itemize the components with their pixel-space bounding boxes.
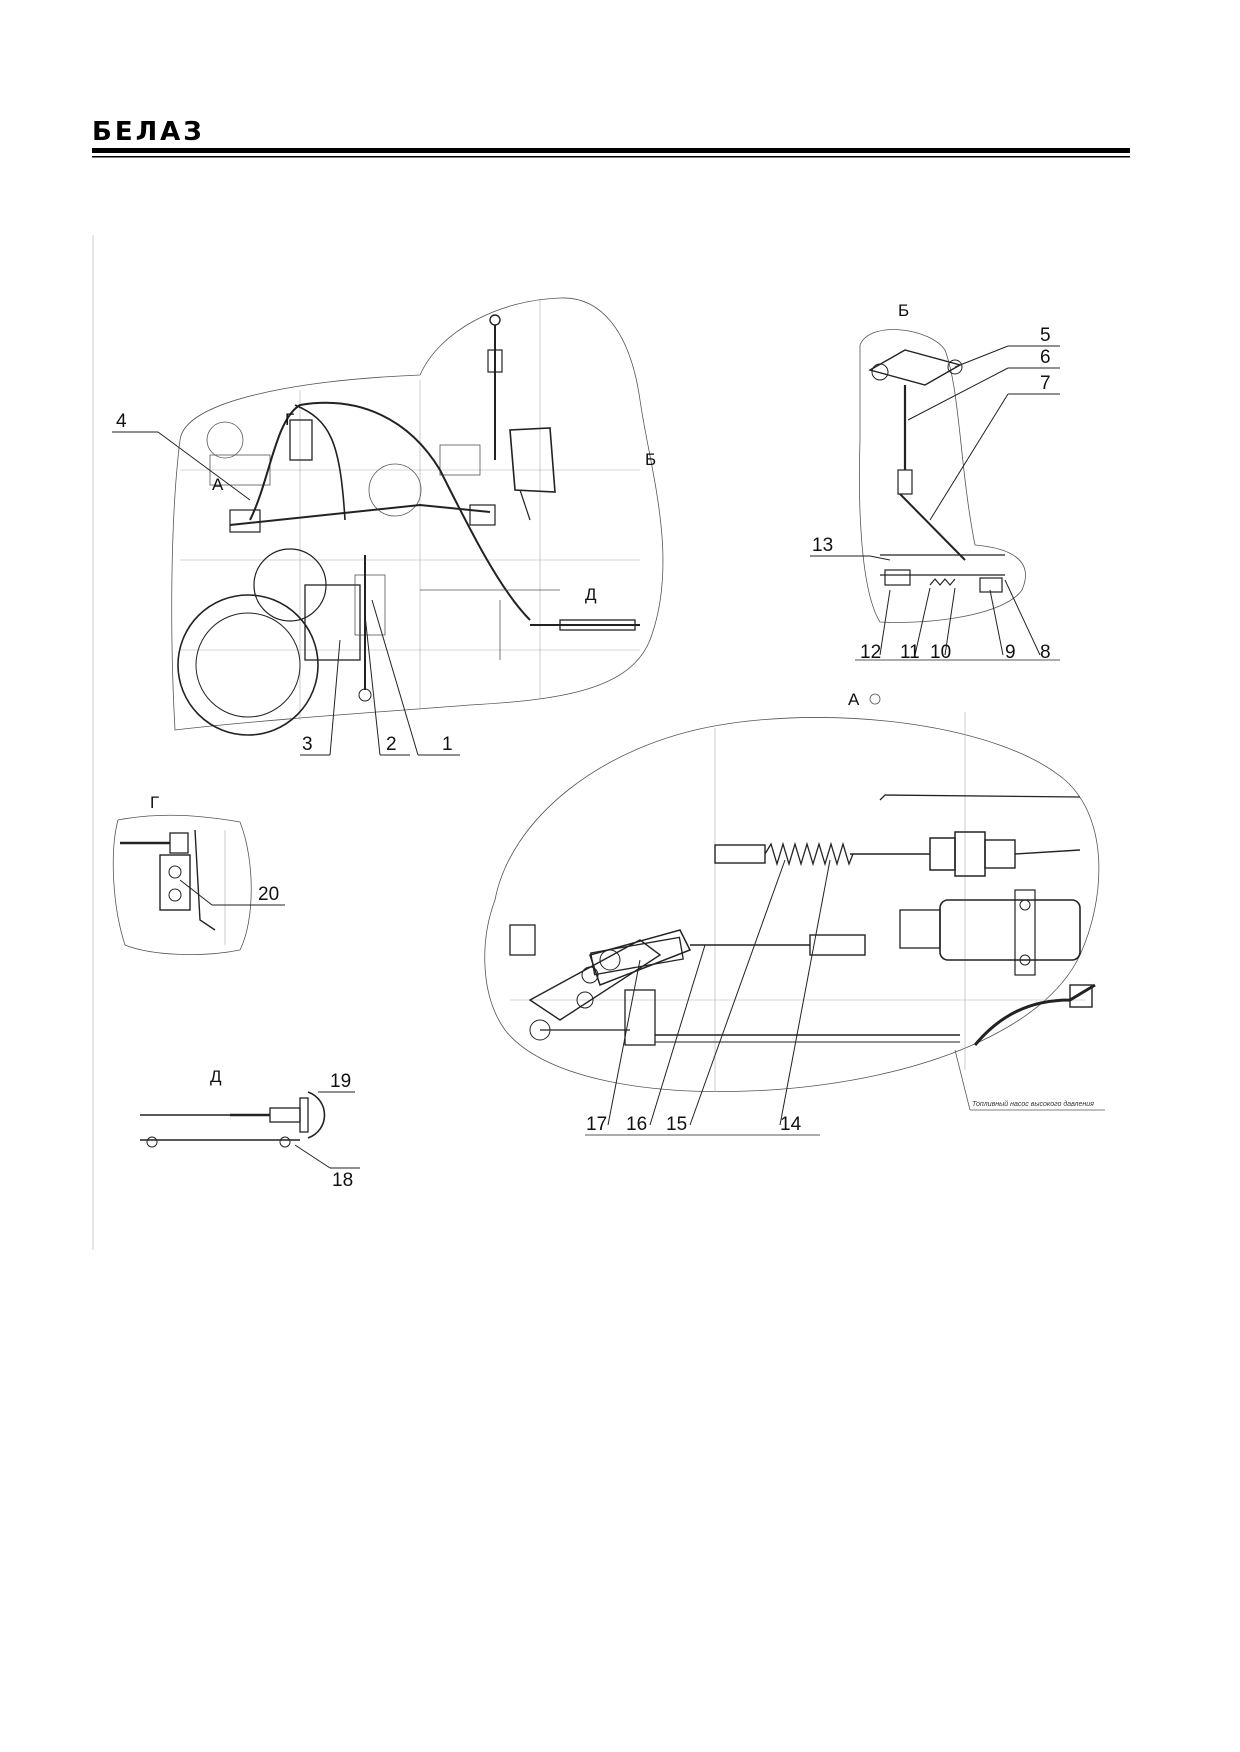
view-d: Д 19 18: [140, 1067, 360, 1191]
callout-19: 19: [330, 1071, 351, 1092]
callout-9: 9: [1005, 642, 1016, 663]
callout-15: 15: [666, 1114, 687, 1135]
callout-12: 12: [860, 642, 881, 663]
pump-note: Топливный насос высокого давления: [972, 1100, 1094, 1108]
belaz-logo: БЕЛАЗ: [92, 117, 205, 147]
callout-18: 18: [332, 1170, 353, 1191]
view-marker-a: А: [212, 475, 224, 494]
view-a-detail: А: [484, 690, 1105, 1136]
callout-13: 13: [812, 535, 833, 556]
callout-14: 14: [780, 1114, 802, 1135]
view-b-outline: [859, 329, 1026, 623]
callout-20: 20: [258, 884, 279, 905]
view-a-outline: [484, 717, 1100, 1092]
view-g-title: Г: [150, 793, 159, 812]
view-b-title: Б: [898, 301, 909, 320]
callout-8: 8: [1040, 642, 1051, 663]
view-g-outline: [112, 814, 252, 955]
main-view-outline: [171, 297, 664, 731]
callout-5: 5: [1040, 325, 1051, 346]
view-b: Б 5 6 7 13 12 11 10 9 8: [810, 301, 1060, 663]
callout-10: 10: [930, 642, 951, 663]
callout-7: 7: [1040, 373, 1051, 394]
callout-16: 16: [626, 1114, 647, 1135]
view-marker-g: Г: [285, 410, 294, 429]
callout-4: 4: [116, 411, 127, 432]
callout-17: 17: [586, 1114, 607, 1135]
view-a-title: А: [848, 690, 860, 709]
view-marker-d: Д: [585, 585, 597, 604]
view-g: Г 20: [112, 793, 285, 955]
view-marker-b: Б: [645, 450, 656, 469]
header: БЕЛАЗ: [92, 117, 1130, 158]
main-view: А Г Б Д 4 1 2 3: [112, 297, 664, 756]
callout-1: 1: [442, 734, 453, 755]
callout-6: 6: [1040, 347, 1051, 368]
view-d-title: Д: [210, 1067, 222, 1086]
throttle-cable: [249, 401, 531, 621]
header-rule-thin: [92, 156, 1130, 158]
callout-2: 2: [386, 734, 397, 755]
callout-11: 11: [900, 642, 920, 663]
callout-3: 3: [302, 734, 313, 755]
header-rule-thick: [92, 148, 1130, 153]
